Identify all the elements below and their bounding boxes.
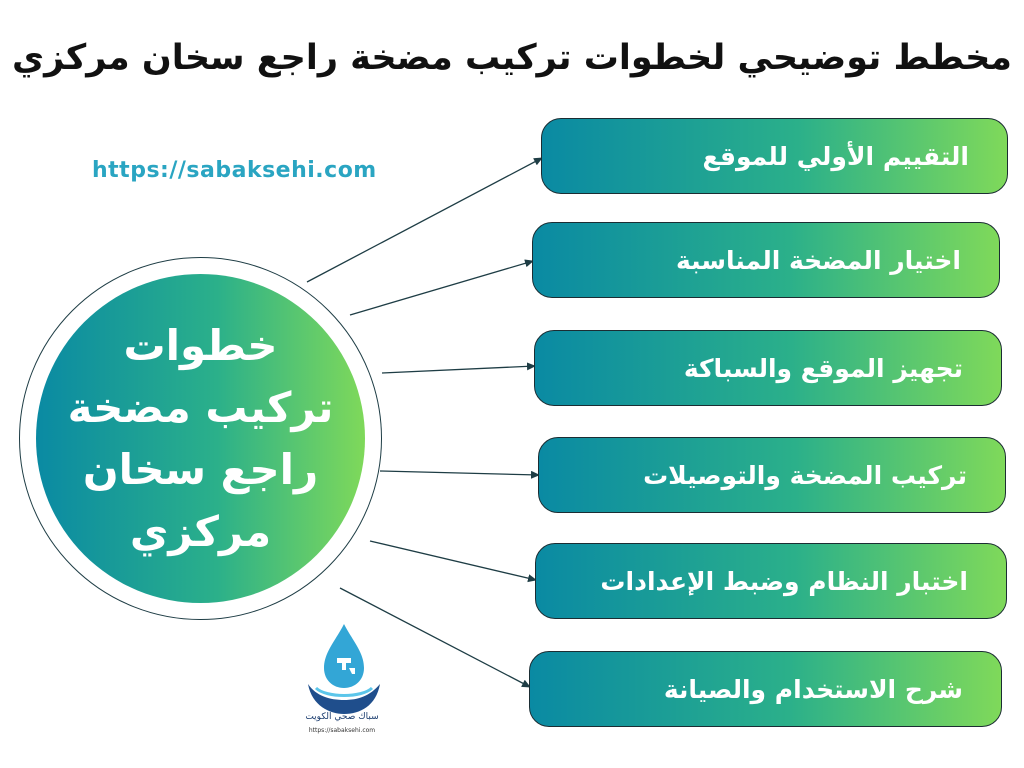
step-box-6: شرح الاستخدام والصيانة xyxy=(529,651,1002,727)
step-box-5: اختبار النظام وضبط الإعدادات xyxy=(535,543,1007,619)
water-drop-faucet-icon xyxy=(308,624,380,714)
step-label-4: تركيب المضخة والتوصيلات xyxy=(643,460,967,490)
central-hub-circle: خطوات تركيب مضخة راجع سخان مركزي xyxy=(36,274,365,603)
connector-line-5 xyxy=(369,540,537,583)
hub-title: خطوات تركيب مضخة راجع سخان مركزي xyxy=(61,315,341,563)
hub-line-2: تركيب مضخة xyxy=(67,382,334,432)
hub-line-4: مركزي xyxy=(129,506,272,556)
hub-line-3: راجع سخان xyxy=(82,444,319,494)
diagram-title: مخطط توضيحي لخطوات تركيب مضخة راجع سخان … xyxy=(12,38,1012,78)
connector-line-6 xyxy=(339,587,531,688)
connector-line-3 xyxy=(381,362,536,374)
step-box-1: التقييم الأولي للموقع xyxy=(541,118,1008,194)
website-url[interactable]: https://sabaksehi.com xyxy=(92,158,377,183)
step-label-1: التقييم الأولي للموقع xyxy=(702,141,969,171)
hub-line-1: خطوات xyxy=(123,320,278,370)
connector-line-4 xyxy=(379,470,540,479)
logo-url-text: https://sabaksehi.com xyxy=(308,727,376,734)
connector-line-1 xyxy=(306,157,543,283)
logo-brand-text: سباك صحي الكويت xyxy=(305,712,379,722)
step-label-2: اختيار المضخة المناسبة xyxy=(676,245,961,275)
step-box-3: تجهيز الموقع والسباكة xyxy=(534,330,1002,406)
step-box-4: تركيب المضخة والتوصيلات xyxy=(538,437,1006,513)
step-label-3: تجهيز الموقع والسباكة xyxy=(683,353,963,383)
step-label-6: شرح الاستخدام والصيانة xyxy=(663,674,963,704)
connector-line-2 xyxy=(349,259,534,316)
step-box-2: اختيار المضخة المناسبة xyxy=(532,222,1000,298)
step-label-5: اختبار النظام وضبط الإعدادات xyxy=(600,566,968,596)
